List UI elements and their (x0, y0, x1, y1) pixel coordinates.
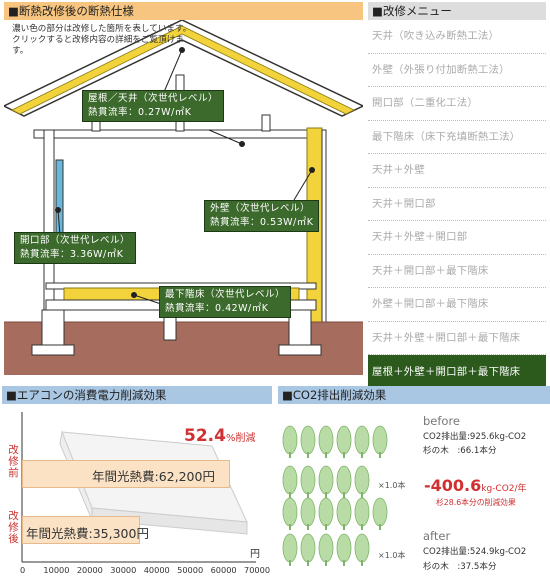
tree-icon-2 (318, 425, 334, 458)
spec-roof[interactable]: 屋根／天井（次世代レベル） 熱貫流率：0.27W/㎡K (82, 90, 225, 122)
co2-reduction-sub: 杉28.6本分の削減効果 (436, 498, 516, 507)
menu-item-1[interactable]: 外壁（外張り付加断熱工法） (368, 54, 546, 87)
tree-icon-14 (336, 497, 352, 530)
tree-icon-19 (318, 533, 334, 566)
aircon-bar-after (22, 516, 140, 544)
house-panel-header: ■断熱改修後の断熱仕様 (4, 2, 363, 20)
aircon-header: ■エアコンの消費電力削減効果 (2, 386, 272, 404)
tree-icon-8 (318, 465, 334, 498)
spec-wall-value: 熱貫流率：0.53W/㎡K (210, 217, 314, 228)
aircon-after-label: 改修後 (7, 510, 19, 545)
tree-icon-1 (300, 425, 316, 458)
house-cross-section (4, 20, 363, 375)
menu-item-7[interactable]: 天井＋開口部＋最下階床 (368, 255, 546, 288)
aircon-tick-6: 60000 (210, 565, 237, 575)
tree-icon-4 (354, 425, 370, 458)
menu-item-6[interactable]: 天井＋外壁＋開口部 (368, 221, 546, 255)
tree-icon-5 (372, 425, 388, 458)
house-diagram: 濃い色の部分は改修した箇所を表しています。クリックすると改修内容の詳細をご覧頂け… (4, 20, 363, 375)
tree-icon-7 (300, 465, 316, 498)
aircon-before-cost: 年間光熱費:62,200円 (92, 469, 215, 484)
aircon-before-label: 改修前 (7, 444, 19, 479)
aircon-reduction: 52.4%削減 (184, 426, 256, 446)
menu-item-10[interactable]: 屋根＋外壁＋開口部＋最下階床 (368, 355, 546, 389)
tree-icon-15 (354, 497, 370, 530)
menu-item-0[interactable]: 天井（吹き込み断熱工法） (368, 20, 546, 54)
menu-item-2[interactable]: 開口部（二重化工法） (368, 87, 546, 121)
co2-before-emission: CO2排出量:925.6kg-CO2 (423, 432, 527, 442)
tree-icon-6 (282, 465, 298, 498)
tree-icon-10 (354, 465, 370, 498)
spec-roof-value: 熱貫流率：0.27W/㎡K (88, 107, 192, 118)
aircon-tick-7: 70000 (244, 565, 271, 575)
spec-opening-value: 熱貫流率：3.36W/㎡K (20, 249, 124, 260)
aircon-chart: 改修前 改修後 年間光熱費:62,200円 年間光熱費:35,300円 52.4… (2, 404, 272, 580)
spec-floor-title: 最下階床（次世代レベル） (165, 289, 286, 300)
tree-icon-13 (318, 497, 334, 530)
menu-item-9[interactable]: 天井＋外壁＋開口部＋最下階床 (368, 322, 546, 355)
roof-insulation (11, 25, 355, 115)
house-note: 濃い色の部分は改修した箇所を表しています。クリックすると改修内容の詳細をご覧頂け… (12, 24, 192, 56)
menu-header: ■改修メニュー (368, 2, 546, 20)
co2-tree-multiplier-1: ×1.0本 (378, 481, 406, 490)
aircon-bar-before (22, 460, 230, 488)
spec-opening[interactable]: 開口部（次世代レベル） 熱貫流率：3.36W/㎡K (14, 232, 137, 264)
aircon-tick-1: 10000 (43, 565, 70, 575)
co2-trees (282, 425, 388, 566)
aircon-unit: 円 (250, 549, 260, 560)
tree-icon-21 (354, 533, 370, 566)
tree-icon-11 (282, 497, 298, 530)
menu-item-4[interactable]: 天井＋外壁 (368, 154, 546, 188)
aircon-tick-5: 50000 (177, 565, 204, 575)
tree-icon-0 (282, 425, 298, 458)
tree-icon-3 (336, 425, 352, 458)
menu-item-5[interactable]: 天井＋開口部 (368, 188, 546, 221)
co2-before-trees: 杉の木 :66.1本分 (423, 446, 497, 456)
co2-after-head: after (423, 529, 451, 543)
spec-roof-title: 屋根／天井（次世代レベル） (88, 93, 219, 104)
co2-after-emission: CO2排出量:524.9kg-CO2 (423, 547, 527, 557)
co2-panel: before CO2排出量:925.6kg-CO2 杉の木 :66.1本分 ×1… (278, 404, 550, 580)
tree-icon-12 (300, 497, 316, 530)
aircon-tick-2: 20000 (76, 565, 103, 575)
aircon-tick-4: 40000 (143, 565, 170, 575)
spec-wall-title: 外壁（次世代レベル） (210, 203, 311, 214)
aircon-tick-3: 30000 (110, 565, 137, 575)
menu-item-8[interactable]: 外壁＋開口部＋最下階床 (368, 288, 546, 322)
aircon-after-cost: 年間光熱費:35,300円 (26, 526, 149, 541)
spec-opening-title: 開口部（次世代レベル） (20, 235, 131, 246)
tree-icon-20 (336, 533, 352, 566)
co2-header: ■CO2排出削減効果 (278, 386, 550, 404)
tree-icon-18 (300, 533, 316, 566)
co2-before-head: before (423, 414, 461, 428)
co2-reduction: -400.6kg-CO2/年 (424, 476, 527, 495)
aircon-tick-0: 0 (20, 565, 26, 575)
spec-floor[interactable]: 最下階床（次世代レベル） 熱貫流率：0.42W/㎡K (159, 286, 292, 318)
tree-icon-9 (336, 465, 352, 498)
tree-icon-16 (372, 497, 388, 530)
co2-after-trees: 杉の木 :37.5本分 (423, 562, 497, 572)
spec-wall[interactable]: 外壁（次世代レベル） 熱貫流率：0.53W/㎡K (204, 200, 320, 232)
spec-floor-value: 熱貫流率：0.42W/㎡K (165, 303, 269, 314)
co2-tree-multiplier-2: ×1.0本 (378, 551, 406, 560)
tree-icon-17 (282, 533, 298, 566)
menu-item-3[interactable]: 最下階床（床下充填断熱工法） (368, 121, 546, 154)
renovation-menu: 天井（吹き込み断熱工法）外壁（外張り付加断熱工法）開口部（二重化工法）最下階床（… (368, 20, 546, 389)
